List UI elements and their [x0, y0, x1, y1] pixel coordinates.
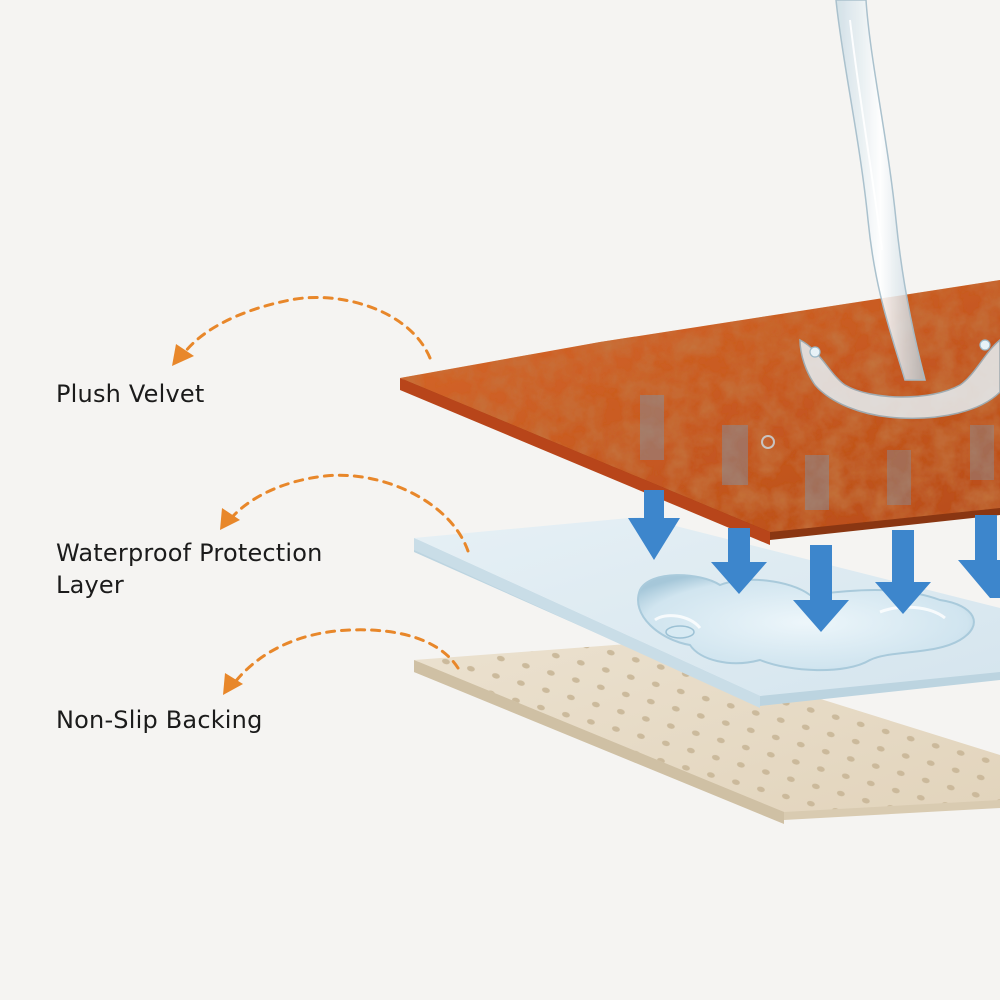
label-waterproof-protection-layer: Waterproof Protection Layer [56, 537, 323, 601]
velvet-layer [400, 280, 1000, 545]
down-arrow-icon [711, 528, 767, 594]
arrowhead-icon [172, 344, 194, 366]
label-line: Plush Velvet [56, 380, 205, 408]
label-plush-velvet: Plush Velvet [56, 378, 204, 410]
dashed-curved-arrow-icon [180, 296, 432, 360]
arrowhead-icon [220, 508, 240, 530]
down-arrow-icon [958, 515, 1000, 598]
label-line: Waterproof Protection [56, 539, 323, 567]
backing-layer [414, 643, 1000, 824]
label-line: Non-Slip Backing [56, 706, 263, 734]
water-stream-icon [761, 0, 1000, 449]
flow-arrows [628, 490, 1000, 632]
down-arrow-icon [875, 530, 931, 614]
label-line: Layer [56, 571, 124, 599]
arrowhead-icon [223, 673, 243, 695]
down-arrow-icon [628, 490, 680, 560]
label-non-slip-backing: Non-Slip Backing [56, 704, 263, 736]
dashed-curved-arrow-icon [230, 628, 460, 688]
dashed-curved-arrow-icon [226, 473, 470, 553]
down-arrow-icon [793, 545, 849, 632]
